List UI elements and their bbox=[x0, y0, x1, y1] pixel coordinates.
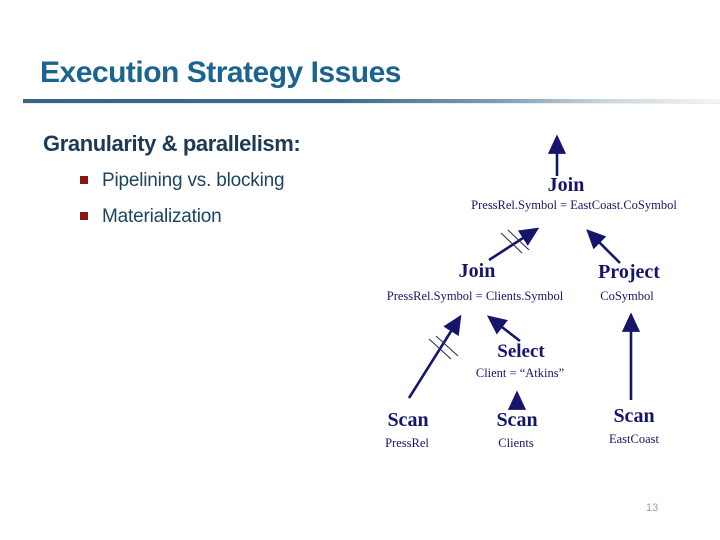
blocking-slash-icon bbox=[500, 232, 523, 254]
blocking-slash-icon bbox=[435, 335, 459, 357]
tree-node-join-mid-condition: PressRel.Symbol = Clients.Symbol bbox=[386, 289, 564, 303]
tree-node-join-top-condition: PressRel.Symbol = EastCoast.CoSymbol bbox=[471, 198, 677, 212]
edge-scanpressrel-to-joinmid-arrow bbox=[407, 314, 462, 399]
tree-node-project: Project bbox=[598, 261, 660, 283]
bullet-square-icon bbox=[80, 211, 88, 220]
tree-node-select: Select bbox=[497, 341, 545, 362]
title-underline bbox=[23, 99, 720, 104]
tree-node-select-condition: Client = “Atkins” bbox=[475, 366, 565, 380]
tree-node-scan-clients-relation: Clients bbox=[498, 436, 534, 450]
bullet-square-icon bbox=[80, 175, 88, 184]
tree-node-scan-pressrel-relation: PressRel bbox=[385, 436, 429, 450]
section-heading: Granularity & parallelism: bbox=[43, 131, 301, 156]
tree-node-scan-eastcoast: Scan bbox=[613, 405, 655, 427]
page-number: 13 bbox=[646, 502, 659, 514]
tree-node-project-attrs: CoSymbol bbox=[600, 289, 654, 303]
tree-node-join-top: Join bbox=[547, 174, 585, 196]
slide-title: Execution Strategy Issues bbox=[40, 56, 401, 89]
blocking-slash-icon bbox=[428, 338, 452, 360]
tree-node-join-mid: Join bbox=[458, 260, 496, 282]
blocking-slash-icon bbox=[507, 229, 530, 251]
tree-node-scan-eastcoast-relation: EastCoast bbox=[609, 432, 659, 446]
bullet-item-label: Pipelining vs. blocking bbox=[102, 170, 285, 191]
bullet-item: Materialization bbox=[80, 206, 222, 228]
edge-project-to-jointop-arrow bbox=[586, 229, 621, 264]
bullet-item: Pipelining vs. blocking bbox=[80, 170, 285, 192]
tree-node-scan-clients: Scan bbox=[496, 409, 538, 431]
tree-node-scan-pressrel: Scan bbox=[387, 409, 429, 431]
bullet-item-label: Materialization bbox=[102, 206, 222, 227]
edge-select-to-joinmid-arrow bbox=[486, 315, 521, 343]
